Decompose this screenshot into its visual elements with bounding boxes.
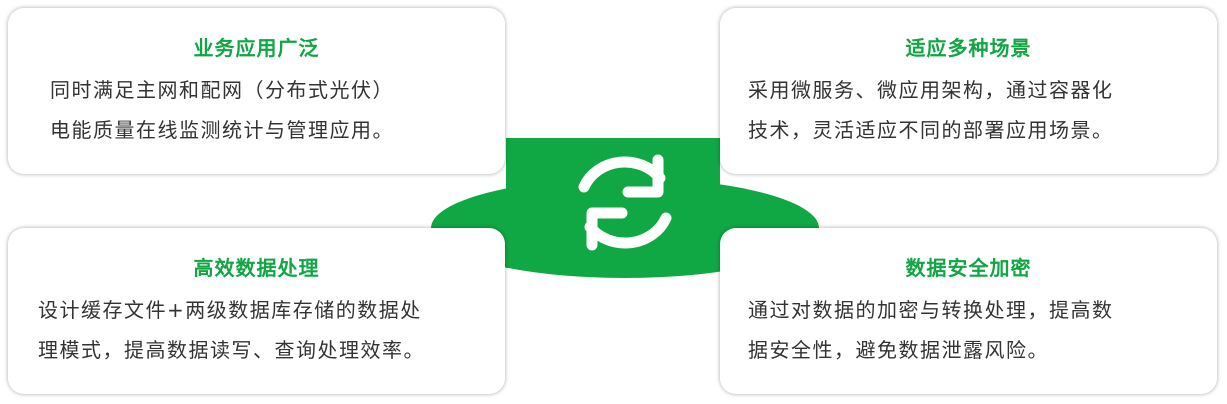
card-title: 数据安全加密 (905, 256, 1032, 280)
card-body: 同时满足主网和配网（分布式光伏） 电能质量在线监测统计与管理应用。 (50, 70, 394, 150)
feature-card-wide-application: 业务应用广泛 同时满足主网和配网（分布式光伏） 电能质量在线监测统计与管理应用。 (8, 8, 505, 174)
card-line: 电能质量在线监测统计与管理应用。 (50, 118, 394, 142)
card-title: 高效数据处理 (193, 256, 320, 280)
card-body: 设计缓存文件+两级数据库存储的数据处 理模式，提高数据读写、查询处理效率。 (38, 290, 425, 370)
feature-card-data-security: 数据安全加密 通过对数据的加密与转换处理，提高数 据安全性，避免数据泄露风险。 (720, 228, 1217, 394)
feature-card-data-processing: 高效数据处理 设计缓存文件+两级数据库存储的数据处 理模式，提高数据读写、查询处… (8, 228, 505, 394)
card-line: 理模式，提高数据读写、查询处理效率。 (38, 338, 425, 362)
feature-card-multi-scenario: 适应多种场景 采用微服务、微应用架构，通过容器化 技术，灵活适应不同的部署应用场… (720, 8, 1217, 174)
card-line: 据安全性，避免数据泄露风险。 (748, 338, 1049, 362)
card-line: 同时满足主网和配网（分布式光伏） (50, 78, 394, 102)
card-line: 采用微服务、微应用架构，通过容器化 (748, 78, 1114, 102)
card-line: 技术，灵活适应不同的部署应用场景。 (748, 118, 1114, 142)
card-title: 适应多种场景 (905, 36, 1032, 60)
card-body: 通过对数据的加密与转换处理，提高数 据安全性，避免数据泄露风险。 (748, 290, 1114, 370)
card-line: 通过对数据的加密与转换处理，提高数 (748, 298, 1114, 322)
refresh-icon (578, 154, 672, 251)
card-line: 设计缓存文件+两级数据库存储的数据处 (38, 298, 422, 322)
card-body: 采用微服务、微应用架构，通过容器化 技术，灵活适应不同的部署应用场景。 (748, 70, 1114, 150)
card-title: 业务应用广泛 (193, 36, 320, 60)
